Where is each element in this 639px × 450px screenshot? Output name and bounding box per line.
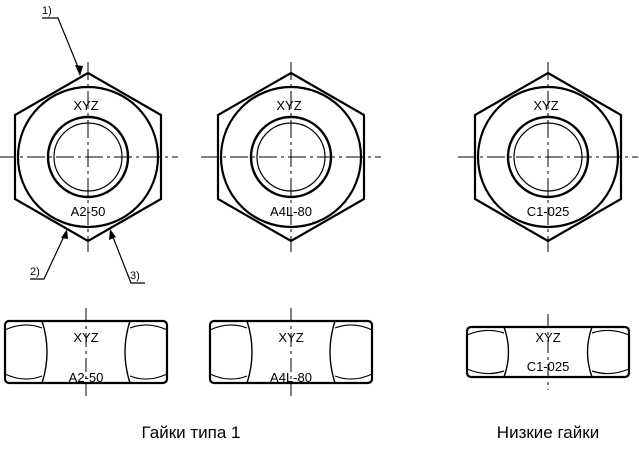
callout-1: 1) — [42, 5, 83, 76]
caption-low-nuts: Низкие гайки — [497, 423, 599, 442]
nut-top-view-a2-50: XYZ A2-50 — [0, 60, 180, 254]
nut-side-view-a4l-80: XYZ A4L-80 — [208, 306, 374, 398]
callout-3: 3) — [109, 229, 145, 284]
nut-brand-mark: XYZ — [73, 330, 98, 345]
nut-brand-mark: XYZ — [276, 98, 301, 113]
callout-2: 2) — [30, 229, 68, 280]
nut-brand-mark: XYZ — [73, 98, 98, 113]
nut-top-view-c1-025: XYZ C1-025 — [456, 60, 639, 254]
arrow-icon — [109, 229, 116, 240]
nut-brand-mark: XYZ — [278, 330, 303, 345]
nut-grade-mark: A4L-80 — [270, 204, 312, 219]
nut-grade-mark: C1-025 — [527, 359, 570, 374]
callout-label: 3) — [130, 270, 140, 282]
nut-brand-mark: XYZ — [533, 98, 558, 113]
nut-side-view-a2-50: XYZ A2-50 — [3, 306, 169, 398]
nut-brand-mark: XYZ — [535, 330, 560, 345]
arrow-icon — [61, 229, 68, 239]
nut-grade-mark: A2-50 — [71, 204, 106, 219]
arrow-icon — [75, 65, 83, 76]
callout-label: 1) — [42, 5, 52, 17]
nut-top-view-a4l-80: XYZ A4L-80 — [199, 60, 383, 254]
nut-grade-mark: C1-025 — [527, 204, 570, 219]
nut-grade-mark: A4L-80 — [270, 370, 312, 385]
caption-type1-nuts: Гайки типа 1 — [142, 423, 241, 442]
nut-grade-mark: A2-50 — [69, 370, 104, 385]
nut-low-view-c1-025: XYZ C1-025 — [465, 312, 631, 392]
callout-label: 2) — [30, 266, 40, 278]
